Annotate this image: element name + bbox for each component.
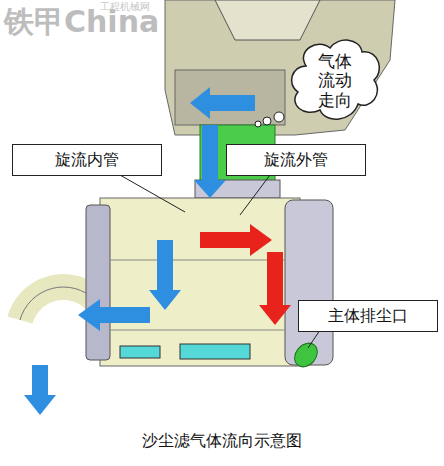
part-name: 旋流外管 — [264, 151, 328, 169]
dust-housing — [285, 200, 333, 365]
dust-valve — [290, 339, 322, 372]
flow-arrow — [190, 87, 255, 119]
leader-line — [120, 175, 185, 212]
cloud-callout: 气体流动走向 — [286, 36, 384, 126]
precleaner-housing — [165, 0, 395, 135]
flow-arrow — [194, 125, 226, 198]
filter-line — [110, 260, 285, 261]
end-cap — [86, 205, 110, 360]
callout-box: 主体排尘口 — [298, 300, 438, 332]
callout-box: 旋流内管 — [12, 144, 162, 176]
flow-arrow — [24, 365, 56, 415]
dust-arrow — [259, 252, 291, 325]
main-body — [100, 198, 300, 366]
leader-line — [308, 330, 320, 348]
thought-bubble — [255, 121, 261, 127]
dust-arrow — [200, 224, 272, 256]
flow-arrow — [78, 299, 150, 331]
thought-bubble — [274, 112, 284, 122]
precleaner-base — [175, 70, 285, 125]
callout-box: 旋流外管 — [226, 144, 366, 176]
filter-line — [110, 330, 285, 331]
figure-caption: 沙尘滤气体流向示意图 — [0, 431, 444, 452]
part-name: 主体排尘口 — [328, 307, 408, 325]
bottom-part — [120, 346, 160, 358]
callout-text: 气体流动走向 — [316, 52, 354, 111]
precleaner-vanes — [215, 0, 320, 40]
part-name: 旋流内管 — [55, 151, 119, 169]
leader-line — [240, 175, 270, 215]
watermark: 工程机械网 — [100, 0, 150, 14]
flow-arrow — [149, 240, 181, 310]
bottom-part — [180, 344, 250, 359]
thought-bubble — [263, 117, 271, 125]
cloud-outline — [292, 40, 380, 119]
